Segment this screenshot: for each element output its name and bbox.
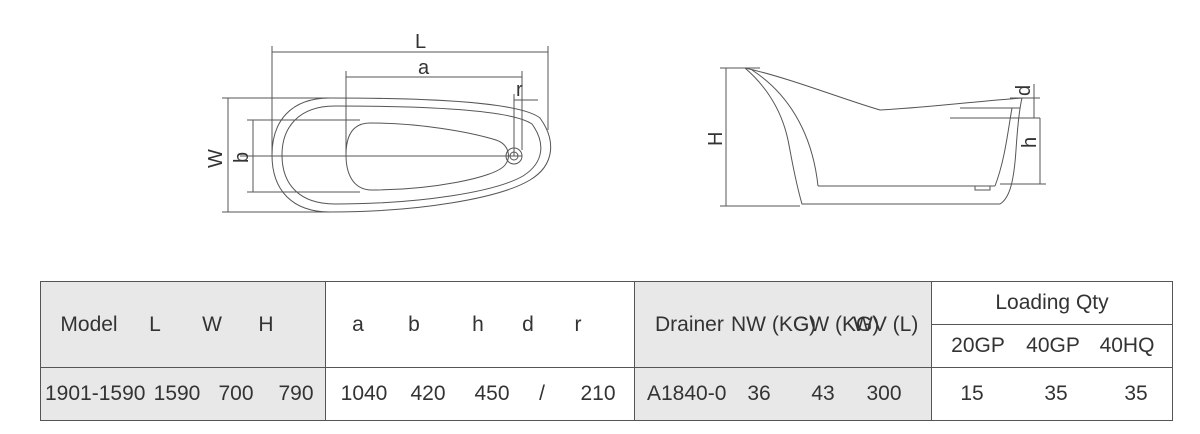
header-wv: WV (L): [853, 312, 918, 338]
top-label-r: r: [516, 79, 523, 101]
cell-gw: 43: [811, 382, 835, 405]
header-40hq: 40HQ: [1099, 334, 1155, 357]
header-drainer-group: Drainer NW (KG) GW (KG) WV (L): [634, 281, 932, 368]
header-container-types: 20GP 40GP 40HQ: [931, 324, 1173, 368]
cell-model: 1901-1590: [45, 382, 146, 405]
header-W: W: [202, 312, 222, 336]
cell-d: /: [539, 382, 545, 405]
technical-drawings: L a r W b H d h: [205, 31, 1046, 213]
header-gw-line2: (KG): [835, 312, 880, 336]
header-h: h: [472, 312, 484, 336]
tub-inner-back: [751, 69, 819, 187]
cell-h: 450: [474, 382, 510, 405]
header-gw-line1: GW: [793, 312, 830, 336]
side-label-d: d: [1013, 85, 1035, 96]
header-r: r: [574, 312, 582, 336]
side-label-h: h: [1019, 137, 1041, 148]
header-wv-line1: WV: [853, 312, 887, 336]
header-row-top: Model L W H a b h d r Drainer NW (KG): [40, 281, 1173, 368]
header-gw: GW (KG): [793, 312, 879, 338]
tub-side-profile: [744, 67, 1023, 205]
header-a: a: [352, 312, 364, 336]
drain-bump: [974, 186, 991, 191]
cell-nw: 36: [747, 382, 771, 405]
side-view-drawing: [720, 67, 1046, 207]
header-loading-qty-label: Loading Qty: [995, 291, 1109, 314]
tub-inner-rim: [281, 105, 542, 205]
top-label-a: a: [418, 57, 430, 79]
cell-a: 1040: [340, 382, 388, 405]
cell-20gp: 15: [960, 382, 984, 405]
row-model-group: 1901-1590 1590 700 790: [40, 367, 326, 421]
side-label-H: H: [705, 132, 727, 146]
cell-W: 700: [218, 382, 254, 405]
header-model: Model: [60, 312, 118, 336]
cell-40hq: 35: [1124, 382, 1148, 405]
cell-L: 1590: [153, 382, 201, 405]
header-dimension-group: a b h d r: [325, 281, 635, 368]
header-b: b: [408, 312, 420, 336]
top-view-drawing: [222, 46, 552, 213]
header-nw: NW (KG): [731, 312, 816, 338]
header-model-group: Model L W H: [40, 281, 326, 368]
header-40gp: 40GP: [1026, 334, 1080, 357]
header-nw-line1: NW: [731, 312, 766, 336]
header-H: H: [258, 312, 274, 336]
tub-inner-front: [994, 107, 1013, 187]
data-row: 1901-1590 1590 700 790 1040 420 450 / 21…: [40, 367, 1173, 421]
cell-r: 210: [580, 382, 616, 405]
header-nw-line2: (KG): [771, 312, 817, 336]
top-label-b: b: [231, 152, 253, 163]
cell-wv: 300: [866, 382, 902, 405]
header-loading-qty: Loading Qty: [931, 281, 1173, 325]
cell-b: 420: [410, 382, 446, 405]
row-dimension-group: 1040 420 450 / 210: [325, 367, 635, 421]
cell-drainer: A1840-0: [647, 382, 727, 405]
top-label-W: W: [205, 149, 227, 168]
top-label-L: L: [415, 31, 426, 53]
header-d: d: [522, 312, 534, 336]
cell-40gp: 35: [1044, 382, 1068, 405]
row-drainer-group: A1840-0 36 43 300: [634, 367, 932, 421]
header-L: L: [149, 312, 161, 336]
header-drainer: Drainer: [655, 312, 724, 336]
header-20gp: 20GP: [951, 334, 1005, 357]
header-wv-line2: (L): [892, 312, 919, 336]
spec-table: Model L W H a b h d r Drainer NW (KG): [40, 281, 1173, 421]
row-loading-group: 15 35 35: [931, 367, 1173, 421]
cell-H: 790: [278, 382, 314, 405]
